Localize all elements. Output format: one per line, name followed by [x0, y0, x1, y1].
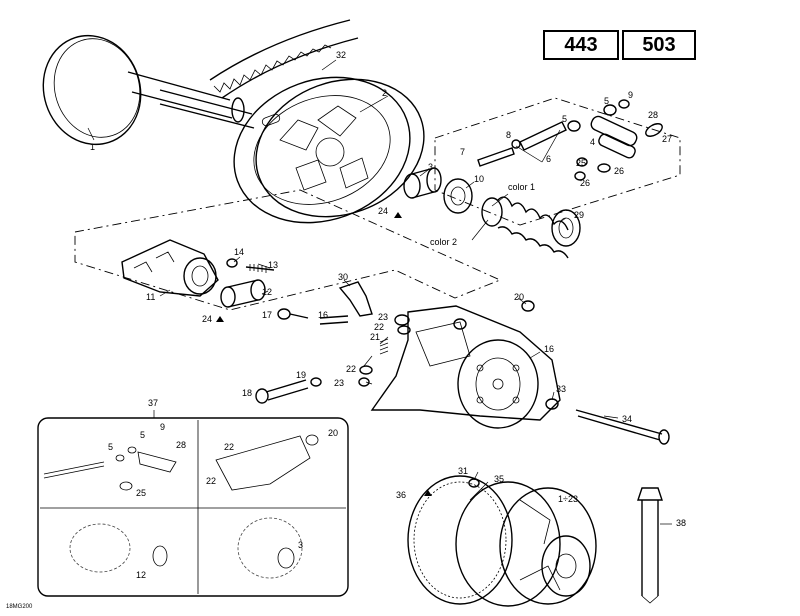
model-badge-503: 503: [622, 30, 696, 60]
callout-26a: 26: [580, 178, 590, 188]
callout-10: 10: [474, 174, 484, 184]
inset-details: [43, 434, 319, 579]
bolt-and-washers: [255, 300, 670, 445]
callout-5a: 5: [562, 114, 567, 124]
callout-1: 1: [90, 142, 95, 152]
callout-16a: 16: [318, 310, 328, 320]
inset-callout-9: 9: [160, 422, 165, 432]
callout-2: 2: [382, 88, 387, 98]
callout-29: 29: [574, 210, 584, 220]
model-badge-443: 443: [543, 30, 619, 60]
inset-callout-5a: 5: [108, 442, 113, 452]
callout-9: 9: [628, 90, 633, 100]
callout-1-23: 1÷23: [558, 494, 578, 504]
inset-callout-12: 12: [136, 570, 146, 580]
color-2-label: color 2: [430, 237, 457, 247]
inset-callout-20: 20: [328, 428, 338, 438]
callout-24: 24: [378, 206, 388, 216]
ring-gear-assembly: [407, 475, 597, 607]
callout-7: 7: [460, 147, 465, 157]
callout-27: 27: [662, 134, 672, 144]
movable-sheave: [233, 76, 425, 224]
callout-19: 19: [296, 370, 306, 380]
callout-34: 34: [622, 414, 632, 424]
callout-26b: 26: [614, 166, 624, 176]
bushing-and-washer: [394, 167, 473, 218]
callout-25: 25: [576, 158, 586, 168]
drive-belt: [209, 19, 359, 99]
inset-callout-5b: 5: [140, 430, 145, 440]
inset-callout-28: 28: [176, 440, 186, 450]
roller-lever-assembly: [477, 99, 663, 181]
callout-12: 12: [262, 287, 272, 297]
callouts: 1 2 32 3 24 10 29 color 1 color 2 7 8 5 …: [90, 50, 686, 580]
callout-32: 32: [336, 50, 346, 60]
callout-23a: 23: [378, 312, 388, 322]
callout-31: 31: [458, 466, 468, 476]
callout-17: 17: [262, 310, 272, 320]
callout-23b: 23: [334, 378, 344, 388]
callout-6: 6: [546, 154, 551, 164]
callout-30: 30: [338, 272, 348, 282]
callout-11: 11: [146, 292, 155, 302]
inset-frame: [37, 417, 349, 597]
callout-38: 38: [676, 518, 686, 528]
callout-33: 33: [556, 384, 566, 394]
callout-21: 21: [370, 332, 380, 342]
inset-callout-3: 3: [298, 540, 303, 550]
callout-13: 13: [268, 260, 278, 270]
upper-dashed-frame: [434, 97, 681, 226]
inset-callout-22b: 22: [206, 476, 216, 486]
callout-24b: 24: [202, 314, 212, 324]
leader-lines: [87, 59, 672, 525]
long-bolt: [637, 487, 663, 604]
color-1-label: color 1: [508, 182, 535, 192]
inset-callout-25: 25: [136, 488, 146, 498]
clutch-spring: [481, 196, 581, 259]
callout-22a: 22: [374, 322, 384, 332]
callout-35: 35: [494, 474, 504, 484]
governor-cup: [121, 239, 219, 297]
callout-28: 28: [648, 110, 658, 120]
callout-3: 3: [428, 162, 433, 172]
bushing-screw-washer: [216, 258, 275, 322]
callout-16b: 16: [544, 344, 554, 354]
fixed-sheave: [42, 34, 255, 146]
callout-5b: 5: [604, 96, 609, 106]
callout-4: 4: [590, 137, 595, 147]
callout-36: 36: [396, 490, 406, 500]
callout-14: 14: [234, 247, 244, 257]
inset-callout-22a: 22: [224, 442, 234, 452]
callout-37: 37: [148, 398, 158, 408]
fixed-cover: [370, 305, 561, 429]
drawing-reference-code: 18MG200: [6, 604, 33, 610]
callout-20: 20: [514, 292, 524, 302]
callout-8: 8: [506, 130, 511, 140]
callout-18: 18: [242, 388, 252, 398]
callout-22b: 22: [346, 364, 356, 374]
ramp-lever: [277, 281, 373, 325]
